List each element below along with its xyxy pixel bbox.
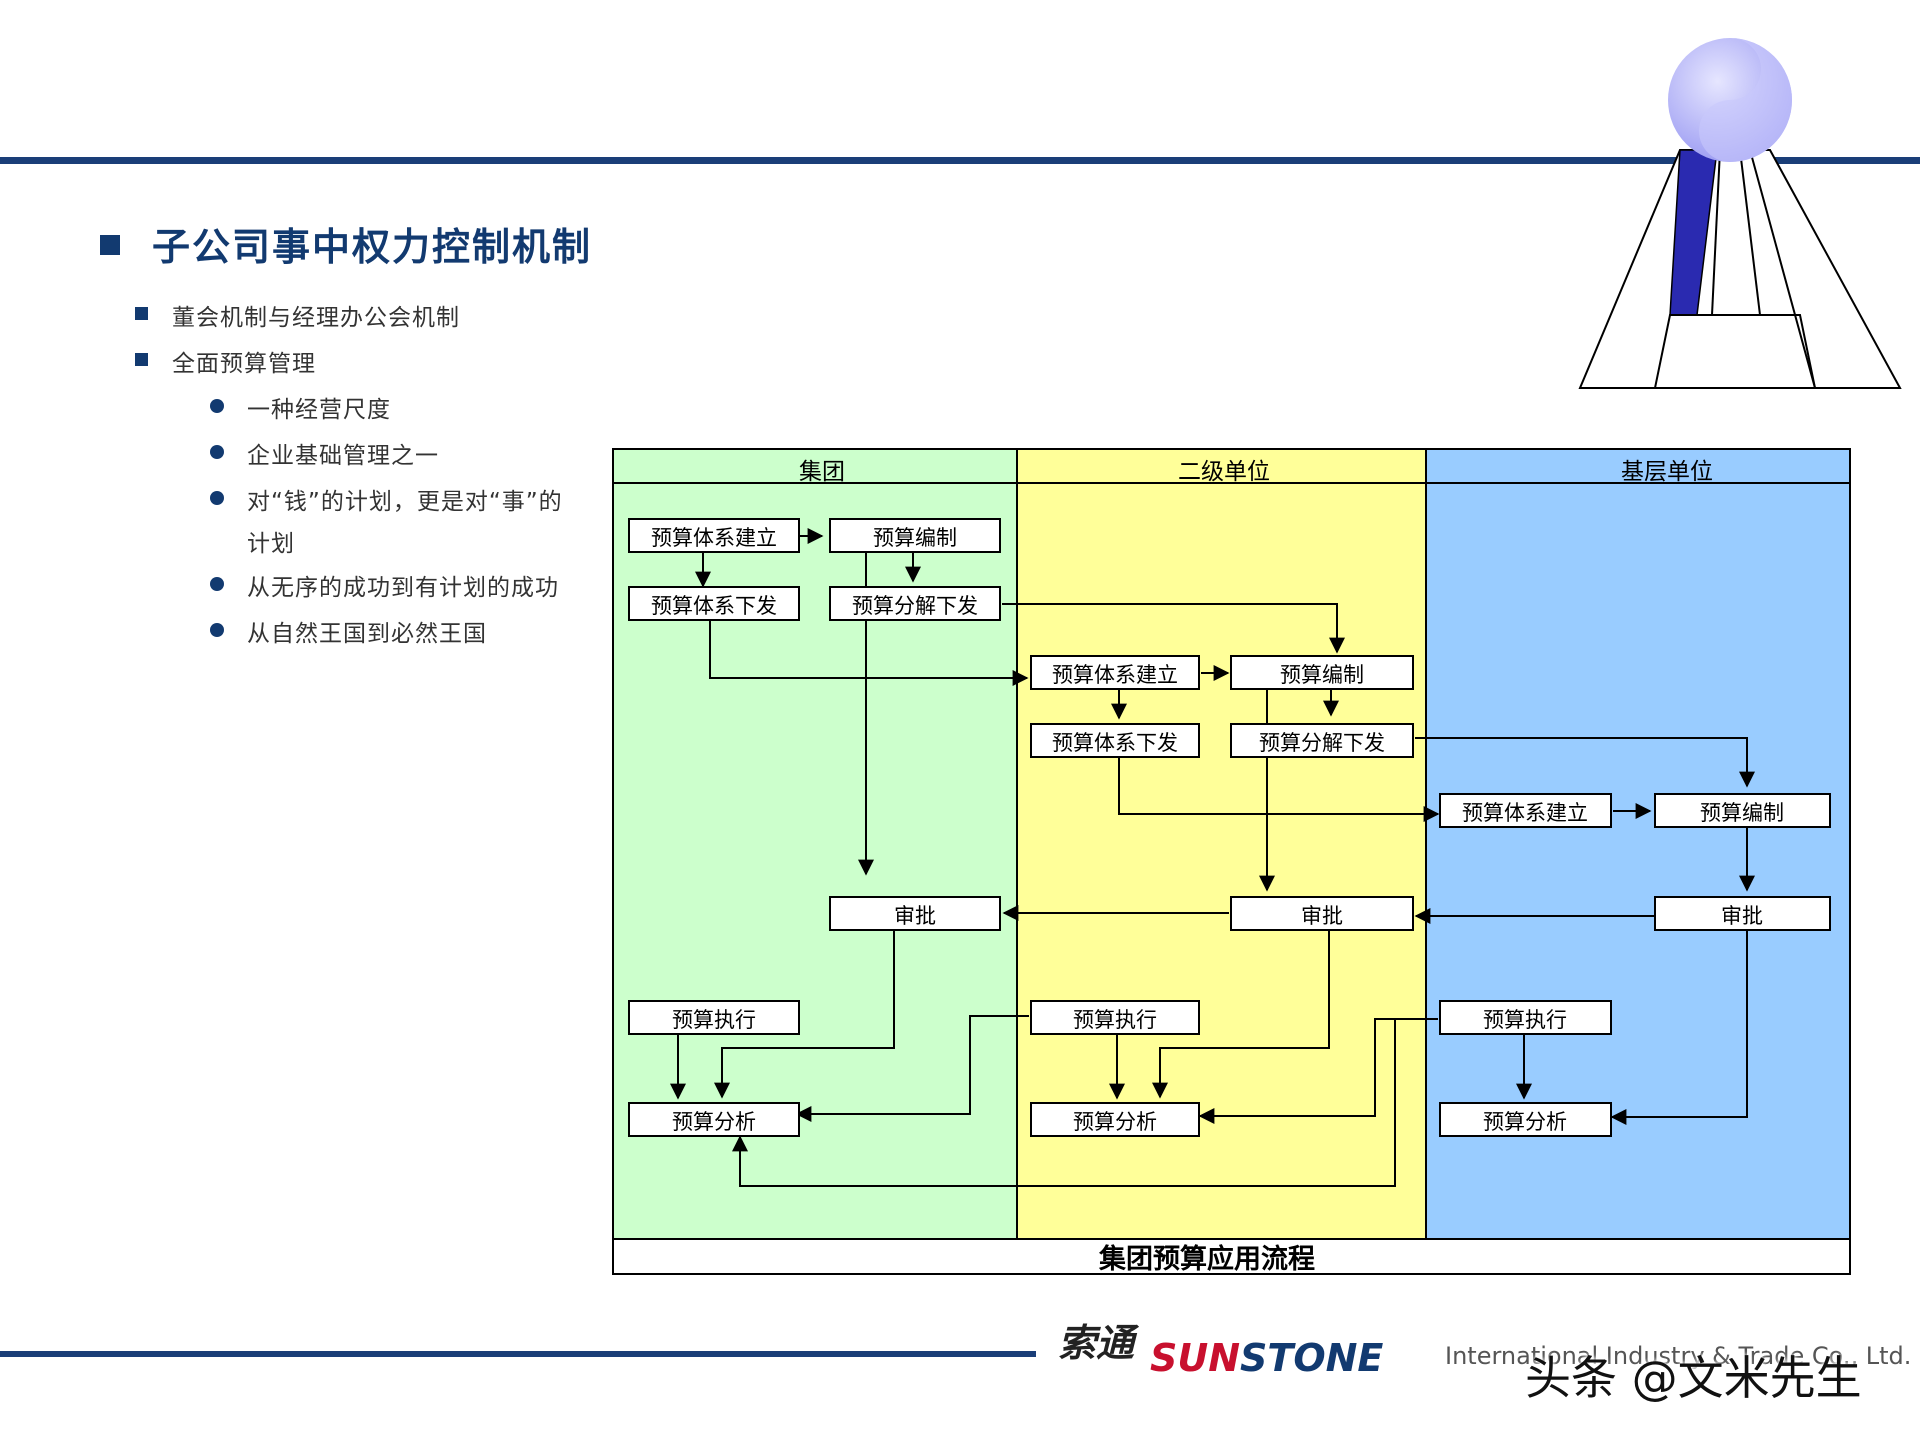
svg-text:预算编制: 预算编制 xyxy=(1280,663,1364,687)
node-secondary-approve: 审批 xyxy=(1230,896,1414,931)
bullet-dot-icon xyxy=(210,623,224,637)
svg-text:预算编制: 预算编制 xyxy=(1700,801,1784,825)
node-secondary-decomp: 预算分解下发 xyxy=(1230,723,1414,758)
logo-chinese: 索通 xyxy=(1058,1320,1135,1365)
bullet-text: 一种经营尺度 xyxy=(247,397,391,423)
brand-logo-blue: STONE xyxy=(1240,1336,1384,1380)
node-group-analysis: 预算分析 xyxy=(628,1102,800,1137)
node-group-build: 预算体系建立 xyxy=(628,518,800,553)
bullet-dot-icon xyxy=(210,399,224,413)
svg-text:预算编制: 预算编制 xyxy=(873,526,957,550)
svg-text:预算执行: 预算执行 xyxy=(672,1008,756,1032)
caption-bar xyxy=(612,1238,1851,1275)
lane-label-secondary: 二级单位 xyxy=(1178,459,1270,485)
node-secondary-analysis: 预算分析 xyxy=(1030,1102,1200,1137)
lane-label-group: 集团 xyxy=(799,459,845,485)
node-group-prep: 预算编制 xyxy=(829,518,1001,553)
node-secondary-issue: 预算体系下发 xyxy=(1030,723,1200,758)
bullet-text: 对“钱”的计划，更是对“事”的 xyxy=(247,489,563,515)
bullet-text: 从无序的成功到有计划的成功 xyxy=(247,575,559,601)
watermark: 头条 @文米先生 xyxy=(1525,1351,1862,1405)
svg-text:预算分析: 预算分析 xyxy=(1483,1110,1567,1134)
bullet-text: 董会机制与经理办公会机制 xyxy=(172,305,460,331)
node-group-approve: 审批 xyxy=(829,896,1001,931)
svg-text:预算执行: 预算执行 xyxy=(1483,1008,1567,1032)
node-group-issue: 预算体系下发 xyxy=(628,586,800,621)
bullet-dot-icon xyxy=(210,445,224,459)
node-secondary-exec: 预算执行 xyxy=(1030,1000,1200,1035)
svg-text:预算分析: 预算分析 xyxy=(1073,1110,1157,1134)
header-rule xyxy=(0,157,1920,164)
corner-decoration xyxy=(1578,38,1902,389)
company-subtitle: International Industry & Trade Co., Ltd. xyxy=(1445,1342,1912,1370)
node-base-prep: 预算编制 xyxy=(1654,793,1831,828)
bullet-dot-icon xyxy=(210,577,224,591)
bullet-dot-icon xyxy=(210,491,224,505)
svg-text:审批: 审批 xyxy=(1721,904,1763,928)
node-base-exec: 预算执行 xyxy=(1439,1000,1612,1035)
svg-text:预算执行: 预算执行 xyxy=(1073,1008,1157,1032)
svg-text:预算分解下发: 预算分解下发 xyxy=(852,594,978,618)
node-group-decomp: 预算分解下发 xyxy=(829,586,1001,621)
bullet-square-icon xyxy=(135,307,148,320)
brand-logo-red: SUN xyxy=(1150,1336,1241,1380)
slide-title: 子公司事中权力控制机制 xyxy=(152,225,593,269)
svg-text:预算分解下发: 预算分解下发 xyxy=(1259,731,1385,755)
node-group-exec: 预算执行 xyxy=(628,1000,800,1035)
footer-rule xyxy=(0,1351,1036,1357)
bullet-text-continued: 计划 xyxy=(247,531,295,557)
node-base-approve: 审批 xyxy=(1654,896,1831,931)
bullet-text: 全面预算管理 xyxy=(172,351,316,377)
node-secondary-prep: 预算编制 xyxy=(1230,655,1414,690)
bullet-text: 从自然王国到必然王国 xyxy=(247,621,487,647)
svg-text:预算体系建立: 预算体系建立 xyxy=(651,526,777,550)
node-secondary-build: 预算体系建立 xyxy=(1030,655,1200,690)
bullet-square-icon xyxy=(135,353,148,366)
node-base-analysis: 预算分析 xyxy=(1439,1102,1612,1137)
svg-text:预算体系建立: 预算体系建立 xyxy=(1462,801,1588,825)
node-base-build: 预算体系建立 xyxy=(1439,793,1612,828)
svg-text:预算分析: 预算分析 xyxy=(672,1110,756,1134)
svg-text:审批: 审批 xyxy=(894,904,936,928)
brand-logo: SUNSTONE xyxy=(1150,1336,1383,1380)
svg-text:预算体系下发: 预算体系下发 xyxy=(1052,731,1178,755)
svg-text:预算体系下发: 预算体系下发 xyxy=(651,594,777,618)
bullet-text: 企业基础管理之一 xyxy=(247,443,439,469)
lane-label-base: 基层单位 xyxy=(1621,459,1713,485)
diagram-caption: 集团预算应用流程 xyxy=(1098,1243,1315,1275)
title-bullet-icon xyxy=(100,235,120,255)
svg-text:审批: 审批 xyxy=(1301,904,1343,928)
svg-text:预算体系建立: 预算体系建立 xyxy=(1052,663,1178,687)
